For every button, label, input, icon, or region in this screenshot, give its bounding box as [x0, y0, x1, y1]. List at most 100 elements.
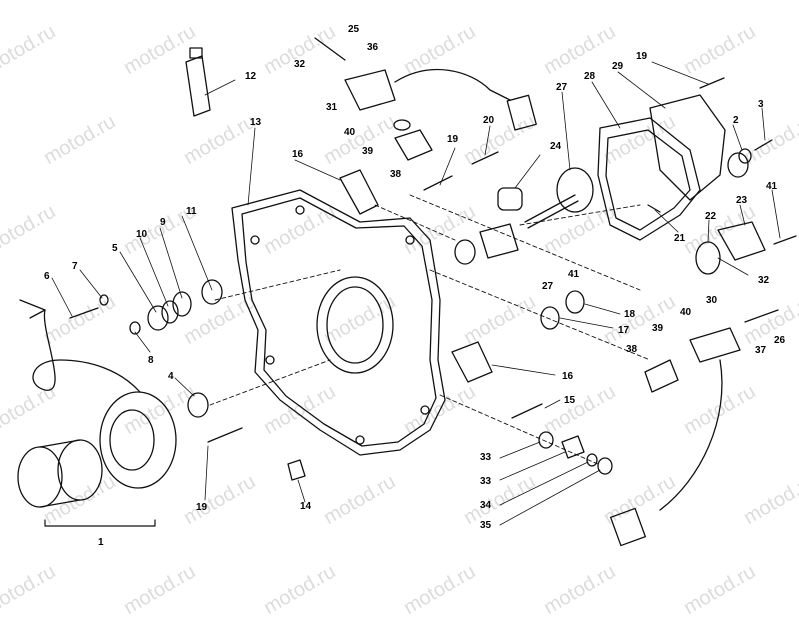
- sensor-right-connector: [610, 507, 646, 547]
- cover-housing-flange: [241, 197, 437, 447]
- pump-bracket-inner: [605, 129, 691, 231]
- callout-number: 39: [652, 323, 664, 334]
- sealant-tube-cap: [189, 47, 203, 59]
- callout-number: 20: [483, 115, 495, 126]
- callout-number: 30: [706, 295, 718, 306]
- oring-36: [586, 453, 598, 467]
- alignment-line: [214, 269, 341, 301]
- sealant-tube: [185, 55, 211, 117]
- stator-wire: [32, 309, 141, 393]
- callout-number: 4: [168, 371, 174, 382]
- screw-right: [744, 309, 779, 323]
- callout-number: 22: [705, 211, 717, 222]
- part1-bracket: [44, 519, 156, 527]
- pump-outlet: [727, 152, 749, 178]
- callout-number: 24: [550, 141, 562, 152]
- washer-2: [738, 148, 752, 164]
- washer-34: [538, 431, 554, 449]
- ring-17: [540, 306, 560, 330]
- bolt-19-bottom: [207, 427, 243, 443]
- sensor-right-adapter: [644, 359, 679, 393]
- callout-number: 10: [136, 229, 148, 240]
- sleeve-16-top: [339, 169, 379, 215]
- flange-23: [717, 221, 766, 261]
- callout-number: 38: [626, 344, 638, 355]
- pump-shaft-gear: [556, 167, 594, 213]
- callout-number: 25: [348, 24, 360, 35]
- alignment-line: [439, 394, 601, 466]
- stator-ring: [99, 391, 177, 489]
- callout-number: 31: [326, 102, 338, 113]
- cover-bolt-hole: [265, 355, 275, 365]
- alignment-line: [519, 204, 641, 226]
- rotor-drum: [17, 446, 63, 508]
- callout-number: 18: [624, 309, 636, 320]
- callout-number: 27: [542, 281, 554, 292]
- cover-housing: [231, 189, 446, 456]
- alignment-line: [209, 359, 331, 406]
- callout-number: 16: [292, 149, 304, 160]
- callout-number: 35: [480, 520, 492, 531]
- callout-number: 23: [736, 195, 748, 206]
- callout-number: 17: [618, 325, 630, 336]
- cap-37: [597, 457, 613, 475]
- cover-bolt-hole: [405, 235, 415, 245]
- callout-number: 12: [245, 71, 257, 82]
- sensor-top-connector: [506, 94, 537, 131]
- stator-ring-inner: [109, 409, 155, 471]
- callout-number: 2: [733, 115, 739, 126]
- pump-shaft: [524, 194, 576, 223]
- sensor-top-body: [344, 69, 396, 111]
- cover-bolt-hole: [420, 405, 430, 415]
- pump-bracket: [597, 117, 701, 241]
- callout-number: 5: [112, 243, 118, 254]
- dowel-14: [287, 459, 306, 481]
- callout-number: 14: [300, 501, 312, 512]
- screw-top: [314, 37, 346, 61]
- callout-number: 33: [480, 452, 492, 463]
- pump-cover: [649, 94, 726, 201]
- sleeve-16-right: [451, 341, 493, 383]
- ring-11: [201, 279, 223, 305]
- spacer-10: [161, 300, 179, 324]
- washer-8: [129, 321, 141, 335]
- callout-number: 37: [755, 345, 767, 356]
- bolt-19-mid: [423, 175, 453, 191]
- cover-bolt-hole: [355, 435, 365, 445]
- pump-shaft: [527, 200, 579, 229]
- sensor-right-cable: [659, 359, 723, 511]
- stator-wire-lead: [19, 299, 46, 319]
- bolt-20: [471, 151, 499, 165]
- bush-26: [454, 239, 476, 265]
- alignment-line: [374, 204, 456, 241]
- ring-18: [565, 290, 585, 314]
- callout-number: 21: [674, 233, 686, 244]
- callout-number: 28: [584, 71, 596, 82]
- rotor-drum-back: [57, 439, 103, 501]
- bolt-19-top: [699, 77, 725, 89]
- callout-number: 27: [556, 82, 568, 93]
- callout-number: 41: [568, 269, 580, 280]
- callout-number: 3: [758, 99, 764, 110]
- callout-number: 7: [72, 261, 78, 272]
- callout-number: 13: [250, 117, 262, 128]
- callout-number: 40: [344, 127, 356, 138]
- screw-3: [754, 139, 773, 151]
- screw-6: [69, 307, 99, 319]
- callout-number: 29: [612, 61, 624, 72]
- callout-number: 32: [294, 59, 306, 70]
- bearing-4: [187, 392, 209, 418]
- bolt-24: [773, 235, 797, 245]
- rotor-drum-side: [39, 439, 81, 508]
- oring-22: [695, 241, 721, 275]
- seal-5: [147, 305, 169, 331]
- sensor-right-body: [689, 327, 741, 363]
- callout-number: 40: [680, 307, 692, 318]
- sensor-top-oring: [393, 119, 411, 131]
- callout-number: 39: [362, 146, 374, 157]
- washer-7: [99, 294, 109, 306]
- callout-number: 26: [774, 335, 786, 346]
- bearing-9: [172, 291, 192, 317]
- bush-28: [479, 223, 519, 259]
